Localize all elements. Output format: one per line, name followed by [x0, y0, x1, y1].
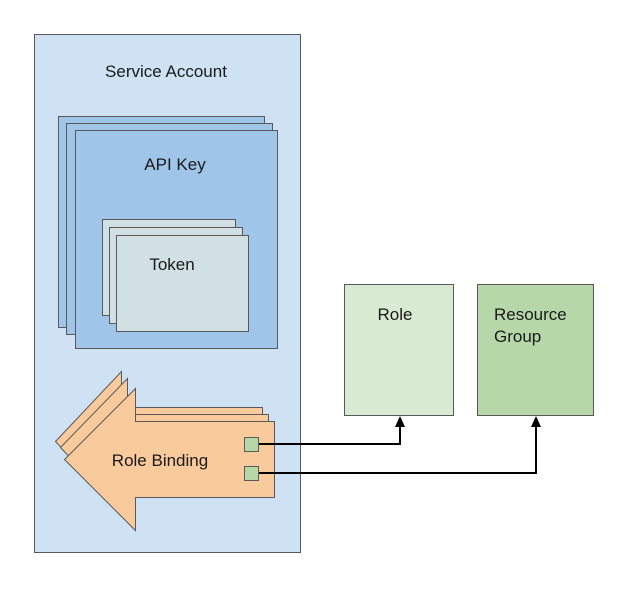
api-key-label: API Key [144, 155, 206, 174]
token-label: Token [149, 255, 194, 274]
role-binding-label: Role Binding [112, 451, 208, 470]
role-binding-resource-group-connector[interactable] [244, 466, 259, 481]
resource-group-box[interactable]: Resource Group [477, 284, 594, 416]
resource-group-label-line2: Group [494, 327, 541, 346]
resource-group-label-line1: Resource [494, 305, 567, 324]
token-stack[interactable]: Token [102, 219, 249, 332]
service-account-label: Service Account [105, 62, 227, 81]
role-binding-stack[interactable]: Role Binding [54, 370, 275, 532]
role-box[interactable]: Role [344, 284, 454, 416]
role-binding-to-resource-group-arrow [259, 416, 541, 474]
role-label: Role [378, 305, 413, 324]
role-binding-arrow-front [63, 387, 275, 532]
token-card-front [116, 235, 249, 332]
role-binding-role-connector[interactable] [244, 437, 259, 452]
arrowhead-icon [395, 416, 405, 427]
role-binding-to-role-arrow [259, 416, 405, 445]
arrowhead-icon [531, 416, 541, 427]
